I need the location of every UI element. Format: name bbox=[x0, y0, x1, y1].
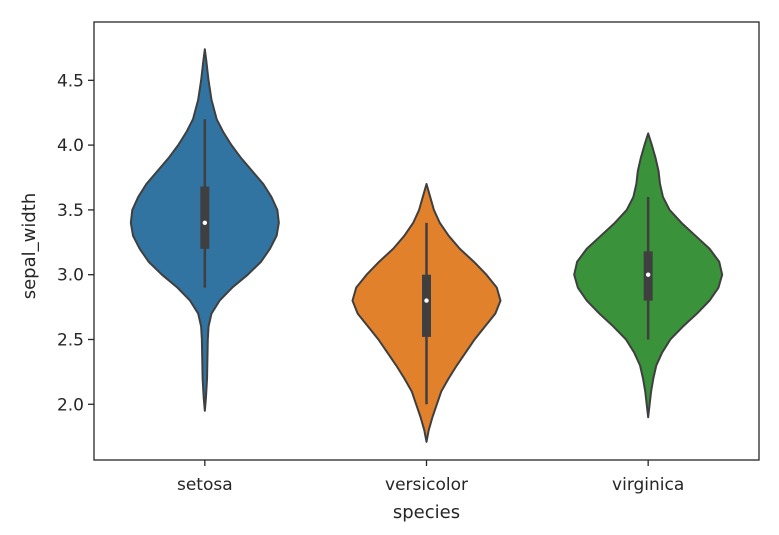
x-axis-label: species bbox=[393, 502, 460, 523]
x-tick-label: setosa bbox=[177, 475, 233, 495]
x-axis: setosa versicolor virginica bbox=[177, 460, 684, 495]
y-tick-label: 2.0 bbox=[57, 395, 84, 415]
violin-versicolor bbox=[351, 182, 502, 443]
violins-layer bbox=[129, 48, 724, 443]
x-tick-label: virginica bbox=[612, 475, 684, 495]
violin-virginica bbox=[573, 132, 724, 419]
quartile-box bbox=[200, 186, 210, 249]
violin-setosa bbox=[129, 48, 280, 412]
y-axis: 2.0 2.5 3.0 3.5 4.0 4.5 bbox=[57, 71, 94, 415]
median-point bbox=[645, 272, 651, 277]
median-point bbox=[202, 220, 208, 226]
y-tick-label: 3.0 bbox=[57, 266, 84, 286]
quartile-box bbox=[422, 274, 431, 337]
y-axis-label: sepal_width bbox=[19, 193, 40, 300]
y-tick-label: 4.5 bbox=[57, 71, 84, 91]
median-point bbox=[424, 298, 429, 303]
x-tick-label: versicolor bbox=[385, 475, 468, 495]
y-tick-label: 2.5 bbox=[57, 330, 84, 350]
y-tick-label: 3.5 bbox=[57, 201, 84, 221]
y-tick-label: 4.0 bbox=[57, 136, 84, 156]
